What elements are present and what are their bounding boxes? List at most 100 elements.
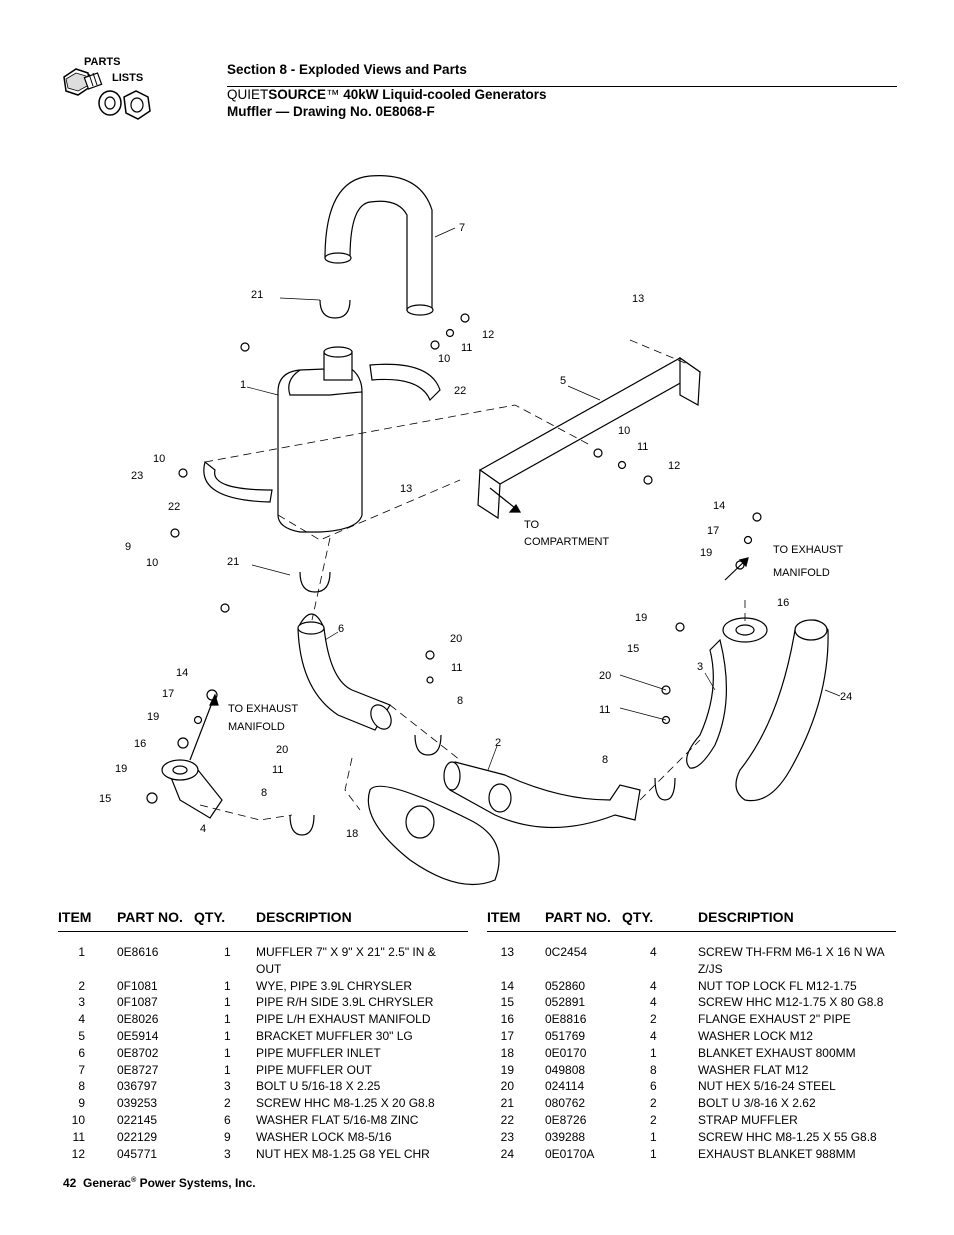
callout: 16 — [134, 738, 146, 750]
u-bolt-8-left — [289, 814, 315, 836]
qty-cell: 3 — [224, 1146, 231, 1161]
callout: 24 — [840, 691, 852, 703]
part-number-cell: 051769 — [545, 1028, 586, 1043]
qty-cell: 3 — [224, 1079, 231, 1094]
u-bolt-top — [319, 299, 351, 319]
callout: 11 — [451, 662, 462, 674]
drawing-title: Muffler — Drawing No. 0E8068-F — [227, 104, 435, 119]
callout: 10 — [153, 453, 165, 465]
spacer-cell — [85, 978, 117, 995]
part-number-cell: 039288 — [545, 1129, 586, 1144]
item-cell: 18 — [500, 1045, 514, 1060]
callout: 19 — [700, 547, 712, 559]
item-cell: 15 — [500, 995, 514, 1010]
bracket-muffler — [478, 357, 702, 485]
part-number-cell: 0F1087 — [117, 995, 158, 1010]
callout: 10 — [438, 353, 450, 365]
u-bolt-8-right — [654, 777, 676, 801]
description-cell: WASHER LOCK M12 — [698, 1028, 813, 1043]
bolt-washer-nut-icon — [63, 68, 151, 120]
header-rule — [227, 86, 897, 87]
item-cell: 4 — [78, 1012, 85, 1027]
pipe-muffler-out — [324, 175, 433, 311]
description-cell: SCREW HHC M8-1.25 X 55 G8.8 — [698, 1129, 877, 1144]
callout: 12 — [668, 460, 680, 472]
exploded-view-diagram: TO COMPARTMENT TO EXHAUST MANIFOLD TO EX… — [99, 175, 852, 886]
item-cell: 20 — [500, 1079, 514, 1094]
spacer-cell — [514, 1011, 545, 1028]
exhaust-blanket-988 — [735, 619, 829, 802]
callout: 21 — [227, 556, 239, 568]
part-number-cell: 0C2454 — [545, 945, 588, 959]
company-name: Generac — [83, 1176, 132, 1190]
item-cell: 10 — [71, 1112, 85, 1127]
callout: 8 — [602, 754, 608, 766]
description-cell: MUFFLER 7" X 9" X 21" 2.5" IN &OUT — [256, 945, 436, 976]
pipe-muffler-inlet — [297, 613, 391, 731]
item-cell: 14 — [500, 978, 514, 993]
callout: 19 — [635, 612, 647, 624]
qty-cell: 1 — [650, 1146, 657, 1161]
callout: 15 — [627, 643, 639, 655]
spacer-cell — [85, 1062, 117, 1079]
page-number: 42 — [63, 1176, 77, 1190]
spacer-cell — [85, 1045, 117, 1062]
pipe-rh-side — [686, 638, 728, 769]
col-header-qty: QTY. — [622, 907, 698, 932]
spacer-cell — [85, 1028, 117, 1045]
description-cell: PIPE MUFFLER INLET — [256, 1045, 381, 1060]
part-number-cell: 0E0170 — [545, 1045, 587, 1060]
col-header-part: PART NO. — [545, 907, 622, 932]
exhaust-blanket-800 — [367, 785, 500, 886]
spacer-cell — [514, 1129, 545, 1146]
description-cell: BOLT U 5/16-18 X 2.25 — [256, 1079, 381, 1094]
spacer-cell — [514, 1028, 545, 1045]
spacer-cell — [514, 994, 545, 1011]
description-cell: NUT TOP LOCK FL M12-1.75 — [698, 978, 857, 993]
item-cell: 16 — [500, 1012, 514, 1027]
to-exhaust-left-label: TO EXHAUST — [228, 703, 298, 715]
item-cell: 13 — [500, 945, 514, 959]
qty-cell: 2 — [650, 1096, 657, 1111]
spacer-cell — [85, 994, 117, 1011]
to-exhaust-right-label: TO EXHAUST — [773, 544, 843, 556]
callout: 19 — [147, 711, 159, 723]
description-cell: PIPE L/H EXHAUST MANIFOLD — [256, 1012, 431, 1027]
part-number-cell: 080762 — [545, 1096, 586, 1111]
part-number-cell: 0E8702 — [117, 1045, 159, 1060]
col-header-qty: QTY. — [194, 907, 256, 932]
spacer-cell — [85, 932, 117, 978]
part-number-cell: 049808 — [545, 1062, 586, 1077]
item-cell: 21 — [500, 1096, 514, 1111]
spacer-cell — [514, 1062, 545, 1079]
spacer-cell — [514, 1146, 545, 1163]
description-cell: PIPE R/H SIDE 3.9L CHRYSLER — [256, 995, 434, 1010]
col-header-part: PART NO. — [117, 907, 194, 932]
part-number-cell: 0E8726 — [545, 1112, 587, 1127]
callout: 20 — [276, 744, 288, 756]
qty-cell: 1 — [224, 945, 231, 959]
to-exhaust-left-label-2: MANIFOLD — [228, 721, 285, 733]
spacer-cell — [85, 1129, 117, 1146]
to-compartment-label-2: COMPARTMENT — [524, 536, 609, 548]
strap-muffler-bottom — [203, 460, 273, 503]
callout: 14 — [713, 500, 725, 512]
part-number-cell: 0E8616 — [117, 945, 159, 959]
description-cell: WASHER LOCK M8-5/16 — [256, 1129, 392, 1144]
spacer-cell — [514, 1078, 545, 1095]
qty-cell: 1 — [650, 1129, 657, 1144]
part-number-cell: 024114 — [545, 1079, 585, 1094]
callout: 7 — [459, 222, 465, 234]
